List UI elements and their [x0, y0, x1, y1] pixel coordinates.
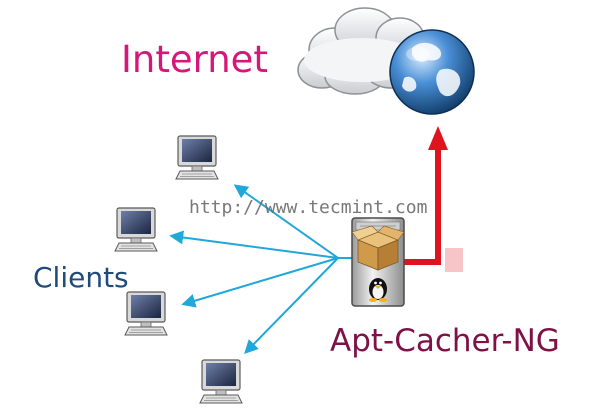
tux-penguin-icon — [369, 278, 387, 302]
upstream-arrow — [403, 126, 463, 272]
client-computer-1 — [175, 135, 219, 180]
client-computer-4 — [199, 359, 243, 404]
desktop-computer-icon — [175, 135, 219, 180]
arrow-to-client-1 — [233, 184, 339, 259]
arrow-to-client-4 — [244, 257, 339, 355]
package-box-icon — [351, 225, 405, 271]
clients-label: Clients — [33, 261, 129, 294]
watermark-url: http://www.tecmint.com — [189, 197, 428, 218]
server-tower-icon — [351, 217, 405, 307]
arrow-to-client-2 — [169, 230, 339, 259]
arrow-to-client-3 — [181, 257, 339, 308]
desktop-computer-icon — [114, 207, 158, 252]
client-computer-3 — [124, 291, 168, 336]
cloud-globe-icon — [297, 7, 475, 115]
client-arrows — [169, 184, 352, 355]
desktop-computer-icon — [199, 359, 243, 404]
client-computer-2 — [114, 207, 158, 252]
internet-label: Internet — [121, 38, 268, 81]
apt-cacher-ng-label: Apt-Cacher-NG — [330, 323, 560, 359]
desktop-computer-icon — [124, 291, 168, 336]
